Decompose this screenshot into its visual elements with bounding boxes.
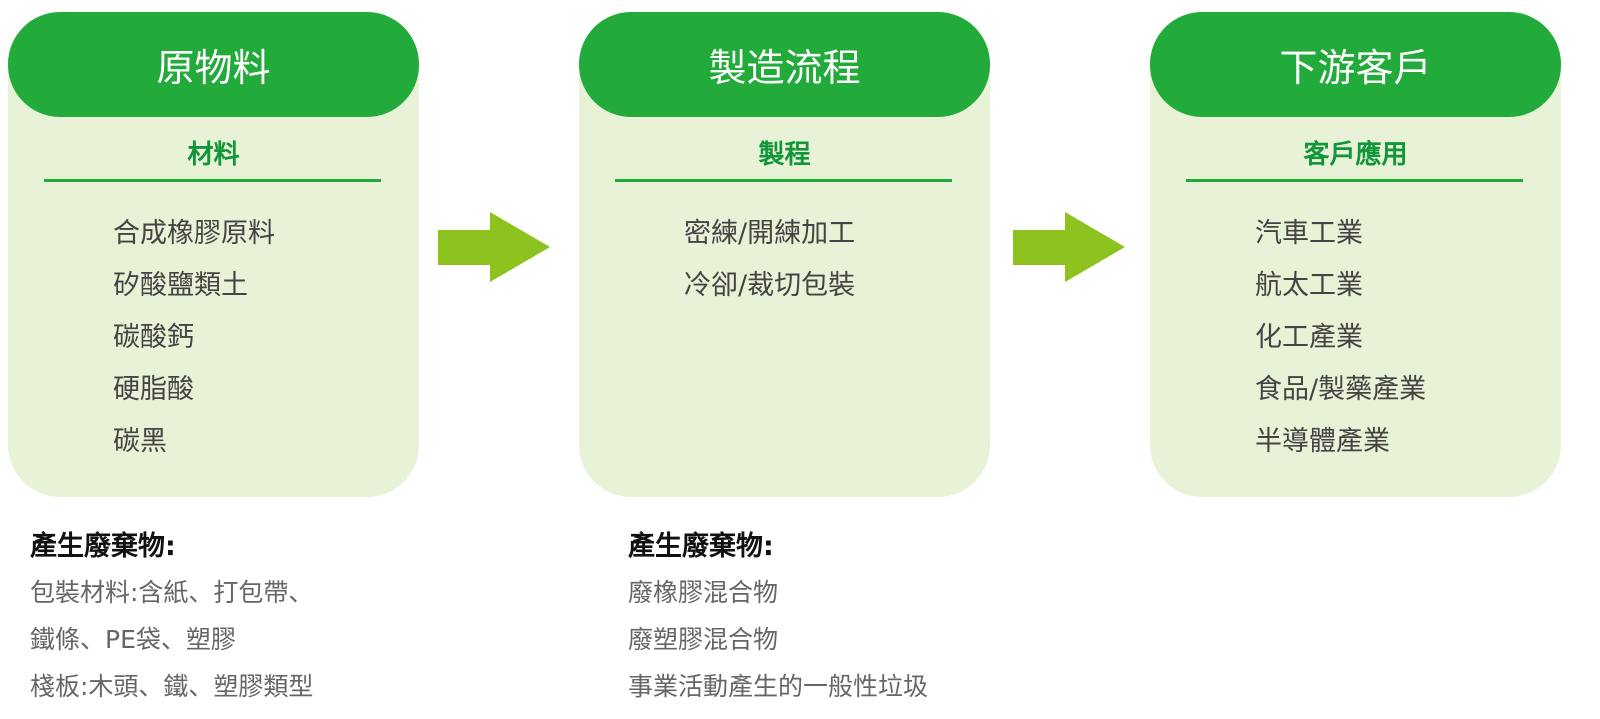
list-item: 半導體產業 [1255,426,1390,457]
list-item: 密練/開練加工 [684,218,856,249]
stage-subtitle: 材料 [187,140,240,170]
waste-item: 廢塑膠混合物 [628,625,779,654]
arrow-right-icon [1013,212,1125,282]
divider [44,179,381,182]
list-item: 矽酸鹽類土 [113,270,248,301]
waste-item: 包裝材料:含紙、打包帶、 [30,578,314,607]
list-item: 冷卻/裁切包裝 [684,270,856,301]
list-item: 硬脂酸 [113,374,194,405]
waste-section-raw-materials: 產生廢棄物: 包裝材料:含紙、打包帶、 鐵條、PE袋、塑膠 棧板:木頭、鐵、塑膠… [30,525,313,710]
list-item: 合成橡膠原料 [113,218,275,249]
waste-heading: 產生廢棄物: [628,531,774,562]
arrow-right-icon [438,212,550,282]
list-item: 食品/製藥產業 [1255,374,1427,405]
divider [615,179,952,182]
stage-subtitle: 製程 [758,140,811,170]
waste-section-manufacturing: 產生廢棄物: 廢橡膠混合物 廢塑膠混合物 事業活動產生的一般性垃圾 [628,525,928,710]
stage-title: 原物料 [8,12,419,117]
stage-subtitle: 客戶應用 [1303,140,1408,170]
list-item: 碳酸鈣 [113,322,194,353]
list-item: 碳黑 [113,426,167,457]
waste-heading: 產生廢棄物: [30,531,176,562]
stage-raw-materials: 原物料 材料 合成橡膠原料 矽酸鹽類土 碳酸鈣 硬脂酸 碳黑 [8,12,419,497]
waste-item: 棧板:木頭、鐵、塑膠類型 [30,672,314,701]
list-item: 汽車工業 [1255,218,1363,249]
stage-title: 製造流程 [579,12,990,117]
list-item: 化工產業 [1255,322,1363,353]
stage-manufacturing: 製造流程 製程 密練/開練加工 冷卻/裁切包裝 [579,12,990,497]
stage-title: 下游客戶 [1150,12,1561,117]
waste-item: 鐵條、PE袋、塑膠 [30,625,236,654]
divider [1186,179,1523,182]
waste-item: 廢橡膠混合物 [628,578,779,607]
waste-item: 事業活動產生的一般性垃圾 [628,672,929,701]
stage-downstream-customers: 下游客戶 客戶應用 汽車工業 航太工業 化工產業 食品/製藥產業 半導體產業 [1150,12,1561,497]
list-item: 航太工業 [1255,270,1363,301]
